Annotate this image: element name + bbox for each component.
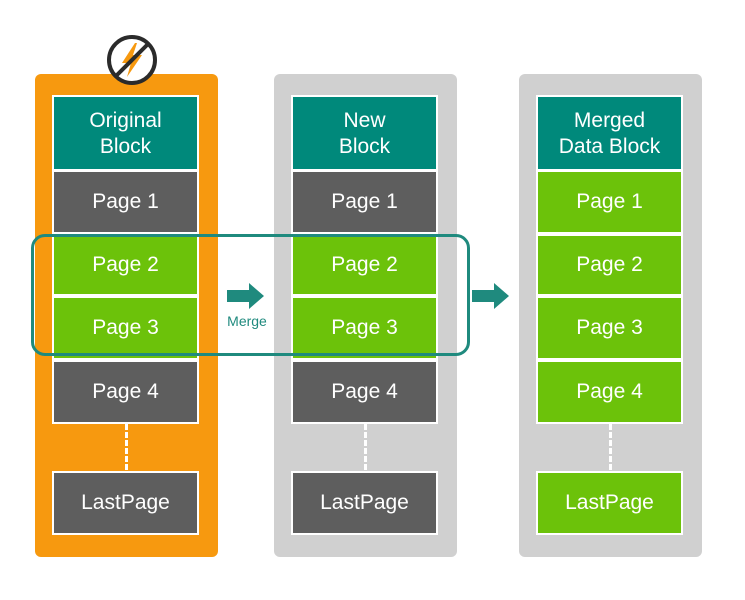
merged-page-2: Page 2 [536,234,683,296]
merged-page-1: Page 1 [536,170,683,234]
merged-block-header: Merged Data Block [536,95,683,171]
merge-arrow-icon [227,283,264,309]
original-page-4: Page 4 [52,360,199,424]
merged-ellipsis-dashes [609,424,612,470]
merged-last-page: LastPage [536,471,683,535]
original-block-column: Original Block Page 1 Page 2 Page 3 Page… [35,74,218,557]
original-ellipsis-dashes [125,424,128,470]
new-block-header: New Block [291,95,438,171]
merge-label: Merge [227,313,267,329]
merged-page-4: Page 4 [536,360,683,424]
original-page-3: Page 3 [52,296,199,360]
original-page-2: Page 2 [52,234,199,296]
merged-page-3: Page 3 [536,296,683,360]
result-arrow-icon [472,283,509,309]
no-flash-icon [107,35,157,85]
original-block-header: Original Block [52,95,199,171]
original-last-page: LastPage [52,471,199,535]
new-page-2: Page 2 [291,234,438,296]
new-page-3: Page 3 [291,296,438,360]
merge-selection-outline [31,234,470,356]
new-ellipsis-dashes [364,424,367,470]
new-last-page: LastPage [291,471,438,535]
new-page-1: Page 1 [291,170,438,234]
original-page-1: Page 1 [52,170,199,234]
new-block-column: New Block Page 1 Page 2 Page 3 Page 4 La… [274,74,457,557]
new-page-4: Page 4 [291,360,438,424]
merged-block-column: Merged Data Block Page 1 Page 2 Page 3 P… [519,74,702,557]
